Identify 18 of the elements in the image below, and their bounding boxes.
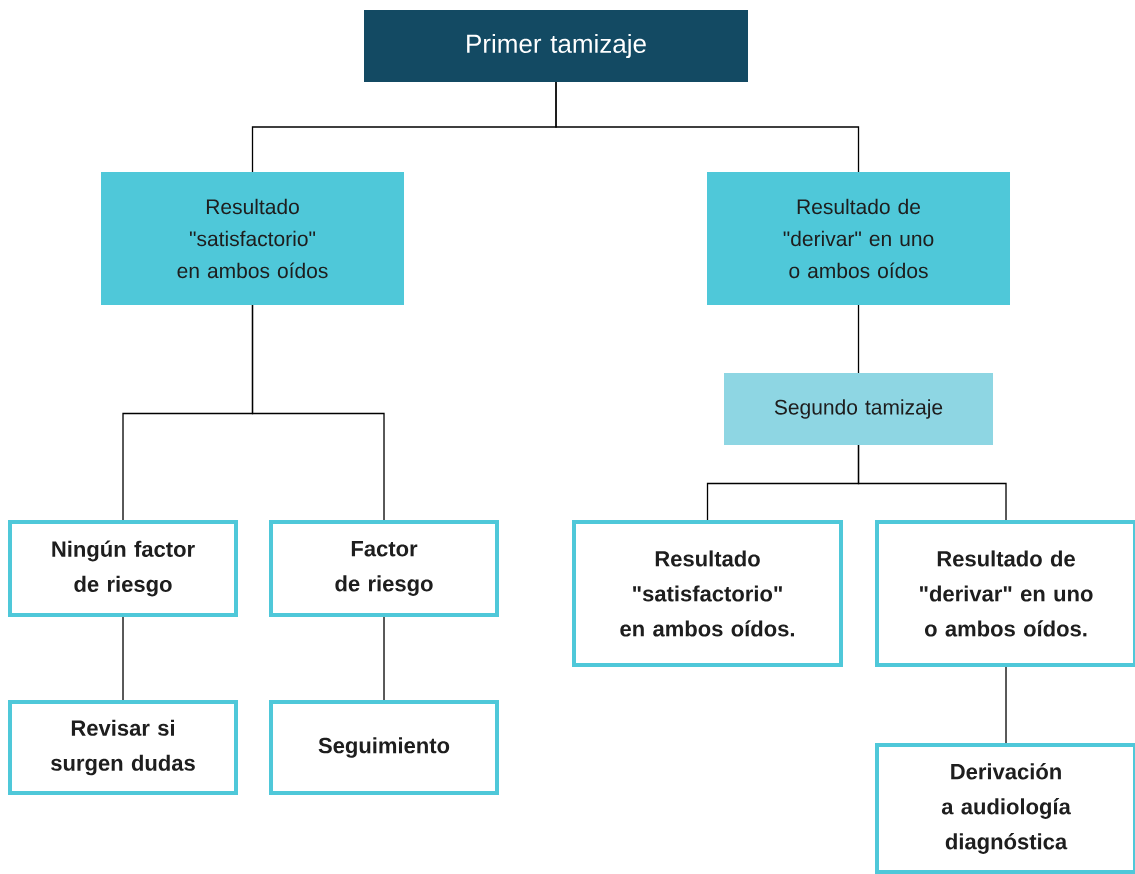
process-box: Resultado de "derivar" en uno o ambos oídos bbox=[707, 172, 1010, 305]
process-box: Derivación a audiología diagnóstica bbox=[875, 743, 1135, 874]
process-box: Revisar si surgen dudas bbox=[8, 700, 238, 795]
connector-line bbox=[555, 81, 860, 173]
connector-line bbox=[251, 304, 385, 523]
process-box: Factor de riesgo bbox=[269, 520, 499, 617]
process-box: Seguimiento bbox=[269, 700, 499, 795]
process-box: Primer tamizaje bbox=[364, 10, 748, 82]
connector-line bbox=[857, 444, 1007, 523]
process-box: Resultado de "derivar" en uno o ambos oídos. bbox=[875, 520, 1135, 667]
process-box: Resultado "satisfactorio" en ambos oídos bbox=[101, 172, 404, 305]
process-box: Resultado "satisfactorio" en ambos oídos. bbox=[572, 520, 843, 667]
connector-line bbox=[1005, 664, 1007, 746]
process-box: Ningún factor de riesgo bbox=[8, 520, 238, 617]
connector-line bbox=[857, 304, 860, 374]
process-box: Segundo tamizaje bbox=[724, 373, 993, 445]
connector-line bbox=[383, 614, 385, 703]
connector-line bbox=[122, 614, 124, 703]
